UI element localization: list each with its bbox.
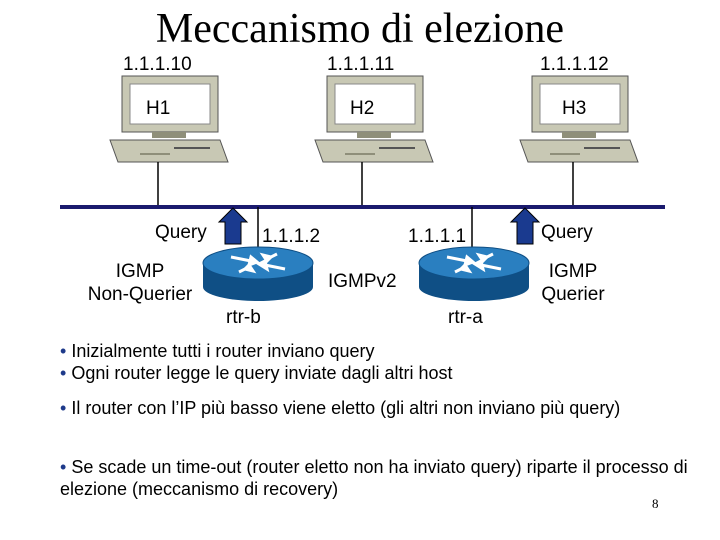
- bullet-dot: •: [60, 363, 67, 383]
- bullet-text: Se scade un time-out (router eletto non …: [60, 457, 688, 499]
- router-icon: [418, 246, 530, 301]
- host-name-h3: H3: [562, 98, 587, 119]
- router-icon: [202, 246, 314, 301]
- router-name-left: rtr-b: [226, 307, 261, 328]
- role-label-left: IGMP Non-Querier: [87, 261, 193, 305]
- bullet-text: Inizialmente tutti i router inviano quer…: [71, 341, 375, 361]
- role-label-right: IGMP Querier: [541, 261, 605, 305]
- bullet-item: • Inizialmente tutti i router inviano qu…: [60, 340, 700, 362]
- network-diagram: [60, 75, 665, 301]
- bullet-text: Il router con l’IP più basso viene elett…: [71, 398, 621, 418]
- page-number: 8: [652, 496, 659, 511]
- host-name-h1: H1: [146, 98, 171, 119]
- computer-icon: [314, 75, 434, 163]
- slide-title: Meccanismo di elezione: [155, 6, 565, 52]
- bullet-item: • Se scade un time-out (router eletto no…: [60, 456, 700, 500]
- bullet-dot: •: [60, 457, 67, 477]
- bullet-text: Ogni router legge le query inviate dagli…: [71, 363, 453, 383]
- host-ip-h3: 1.1.1.12: [540, 54, 609, 75]
- host-ip-h2: 1.1.1.11: [327, 54, 395, 75]
- router-ip-right: 1.1.1.1: [408, 226, 467, 247]
- query-label-right: Query: [541, 222, 593, 243]
- protocol-label: IGMPv2: [328, 271, 397, 292]
- computer-icon: [519, 75, 639, 163]
- up-arrow-icon: [509, 207, 541, 245]
- bullet-item: • Il router con l’IP più basso viene ele…: [60, 397, 700, 419]
- computer-icon: [109, 75, 229, 163]
- bullet-dot: •: [60, 341, 67, 361]
- bullet-item: • Ogni router legge le query inviate dag…: [60, 362, 700, 384]
- up-arrow-icon: [217, 207, 249, 245]
- router-ip-left: 1.1.1.2: [262, 226, 321, 247]
- router-name-right: rtr-a: [448, 307, 483, 328]
- host-ip-h1: 1.1.1.10: [123, 54, 192, 75]
- query-label-left: Query: [155, 222, 207, 243]
- bullet-dot: •: [60, 398, 67, 418]
- host-name-h2: H2: [350, 98, 375, 119]
